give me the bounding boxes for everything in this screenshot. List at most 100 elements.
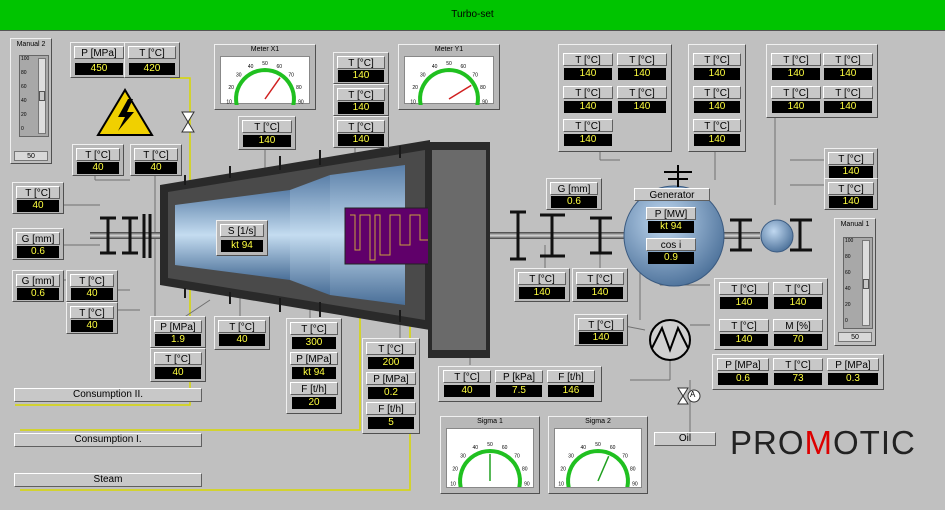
reading-label: T [°C] [128, 46, 176, 59]
reading-value: 200 [368, 357, 414, 369]
reading-label: T [°C] [337, 88, 385, 101]
manual-2-value: 50 [14, 151, 48, 161]
generator-label: Generator [634, 188, 710, 201]
reading-value: kt 94 [648, 221, 694, 233]
gauge-tick-label: 30 [236, 72, 242, 78]
reading-t-b2: T [°C]40 [214, 316, 270, 350]
manual-1-slider[interactable] [862, 240, 870, 326]
reading-value: 0.6 [718, 373, 768, 385]
reading-label: T [°C] [242, 120, 292, 133]
reading-label: T [°C] [771, 86, 821, 99]
consumption-1-button[interactable]: Consumption I. [14, 433, 202, 447]
manual-2-tick: 40 [21, 98, 27, 104]
reading-value: 40 [77, 162, 119, 174]
reading-t-gen-r2: T [°C]140 [824, 178, 878, 210]
reading-label: M [%] [773, 319, 823, 332]
manual-2-thumb[interactable] [39, 91, 45, 101]
reading-value: 450 [75, 63, 123, 75]
promotic-logo: PROMOTIC [730, 424, 916, 462]
reading-value: 140 [720, 334, 768, 346]
reading-speed: S [1/s]kt 94 [216, 220, 268, 256]
reading-label: T [°C] [70, 274, 114, 287]
reading-value: 140 [774, 297, 822, 309]
reading-value: 40 [219, 334, 265, 346]
reading-value: 140 [772, 101, 820, 113]
manual-1-tick: 100 [845, 238, 854, 244]
reading-value: 140 [694, 101, 740, 113]
consumption-2-button[interactable]: Consumption II. [14, 388, 202, 402]
manual-2-slider[interactable] [38, 58, 46, 134]
reading-label: T [°C] [719, 282, 769, 295]
gauge-tick-label: 20 [412, 85, 418, 91]
manual-2-tick: 0 [21, 126, 24, 132]
gauge-tick-label: 10 [558, 481, 564, 487]
reading-value: 140 [694, 68, 740, 80]
reading-label: G [mm] [550, 182, 598, 195]
meter-x1: Meter X1 0102030405060708090100 [214, 44, 316, 110]
gauge-tick-label: 80 [522, 467, 528, 473]
reading-value: 146 [548, 385, 594, 397]
reading-value: 140 [338, 102, 384, 114]
oil-group: P [MPa] 0.6 T [°C] 73 P [MPa] 0.3 [712, 354, 884, 390]
reading-t-hx: T [°C]140 [574, 314, 628, 346]
manual-1-thumb[interactable] [863, 279, 869, 289]
bearing-temp-group-2: T [°C] 140 T [°C] 140 T [°C] 140 [688, 44, 746, 152]
reading-label: T [°C] [70, 306, 114, 319]
gauge-tick-label: 70 [622, 454, 628, 460]
reading-value: 40 [17, 200, 59, 212]
meter-x1-title: Meter X1 [250, 46, 280, 53]
reading-label: T [°C] [563, 86, 613, 99]
reading-value: 70 [774, 334, 822, 346]
reading-value: 0.6 [17, 288, 59, 300]
reading-value: 420 [129, 63, 175, 75]
reading-value: 140 [564, 68, 612, 80]
reading-value: 40 [71, 288, 113, 300]
reading-t-mc3: T [°C]140 [333, 116, 389, 148]
reading-label: T [°C] [518, 272, 566, 285]
reading-t-mc1: T [°C]140 [333, 52, 389, 84]
reading-t-l2: T [°C]40 [130, 144, 182, 176]
reading-label: T [°C] [563, 119, 613, 132]
cooling-group: T [°C] 140 T [°C] 140 T [°C] 140 M [%] 7… [714, 278, 828, 350]
gauge-tick-label: 70 [472, 72, 478, 78]
meter-sigma-2-title: Sigma 2 [585, 418, 611, 425]
reading-label: T [°C] [693, 86, 741, 99]
reading-value: 40 [71, 320, 113, 332]
meter-sigma-1-face: 0102030405060708090100 [446, 428, 534, 488]
gauge-tick-label: 60 [610, 445, 616, 451]
oil-label: Oil [654, 432, 716, 446]
reading-t-l5: T [°C]40 [66, 302, 118, 334]
reading-value: 140 [772, 68, 820, 80]
reading-value: 140 [829, 166, 873, 178]
reading-label: F [t/h] [366, 402, 416, 415]
reading-label: T [°C] [576, 272, 624, 285]
reading-value: 300 [292, 337, 336, 349]
reading-label: P [kPa] [495, 370, 543, 383]
reading-value: kt 94 [292, 367, 336, 379]
manual-1-tick: 20 [845, 302, 851, 308]
manual-2-tick: 100 [21, 56, 30, 62]
reading-label: T [°C] [16, 186, 60, 199]
gauge-tick-label: 90 [524, 481, 530, 487]
gauge-tick-label: 40 [248, 64, 254, 70]
reading-value: 140 [824, 101, 872, 113]
reading-label: T [°C] [773, 358, 823, 371]
reading-label: F [t/h] [290, 382, 338, 395]
gauge-tick-label: 70 [288, 72, 294, 78]
reading-label: T [°C] [693, 119, 741, 132]
reading-label: T [°C] [337, 56, 385, 69]
reading-value: 140 [338, 134, 384, 146]
gauge-tick-label: 20 [228, 85, 234, 91]
gauge-tick-label: 50 [446, 61, 452, 67]
manual-2-scale: 100 80 60 40 20 0 [19, 55, 49, 137]
manual-2-tick: 20 [21, 112, 27, 118]
manual-1-panel: Manual 1 100 80 60 40 20 0 50 [834, 218, 876, 346]
reading-label: T [°C] [337, 120, 385, 133]
meter-y1-title: Meter Y1 [434, 46, 464, 53]
gauge-tick-label: 40 [473, 445, 479, 451]
gauge-arc [566, 448, 630, 487]
gauge-needle [597, 455, 610, 482]
reading-t-r1: T [°C]140 [514, 268, 570, 302]
steam-button[interactable]: Steam [14, 473, 202, 487]
reading-label: P [MPa] [366, 372, 416, 385]
